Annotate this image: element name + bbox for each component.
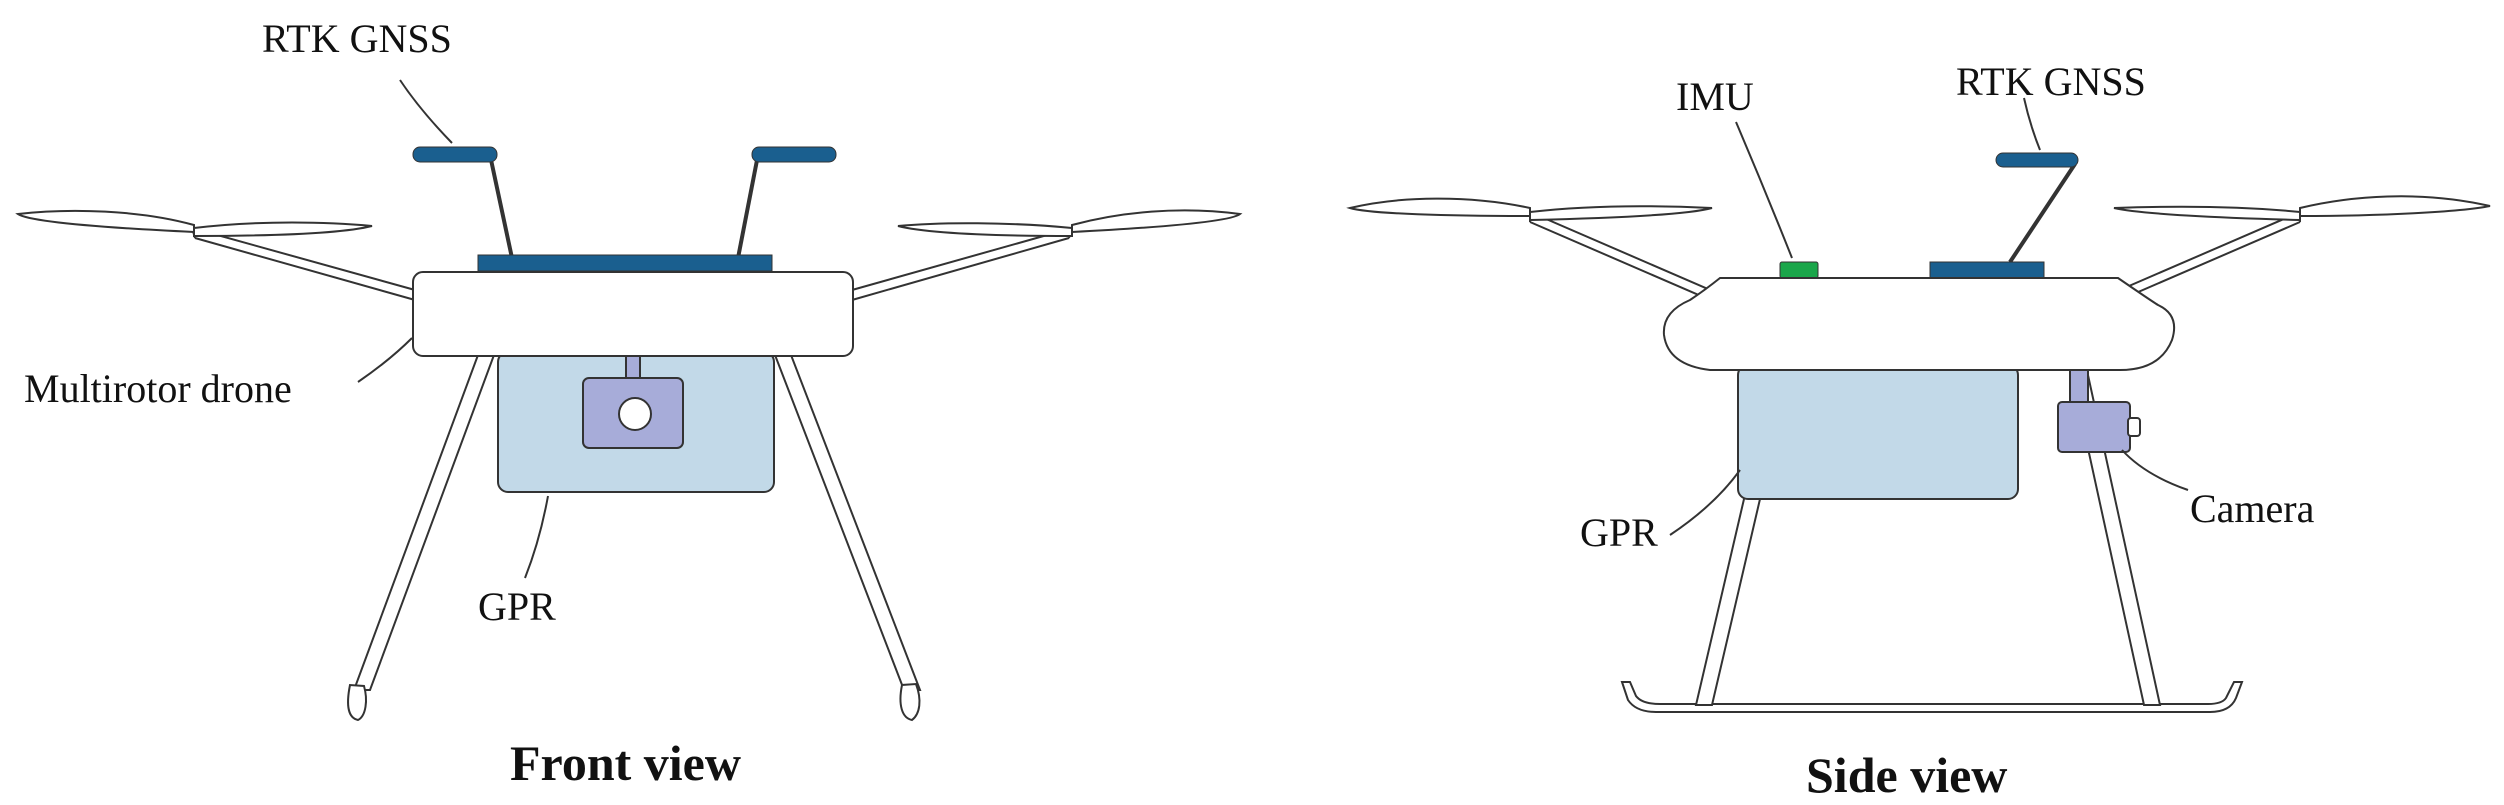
front-left-propeller-right — [193, 221, 373, 238]
front-right-propeller-right — [1071, 209, 1243, 234]
front-camera-lens — [618, 397, 652, 431]
front-view: RTK GNSS Multirotor drone GPR Front view — [15, 16, 1243, 791]
front-gnss-mast-right — [736, 154, 760, 259]
side-leader-imu — [1735, 121, 1793, 259]
front-left-foot — [347, 683, 367, 722]
side-leader-rtk-gnss — [2023, 97, 2041, 151]
front-gnss-antenna-left — [412, 146, 498, 163]
side-leader-camera — [2121, 449, 2189, 491]
side-view: IMU RTK GNSS GPR Camera Side view — [1346, 59, 2491, 803]
front-left-propeller-left — [15, 209, 195, 234]
front-drone-body — [412, 271, 854, 357]
front-leader-multirotor — [357, 337, 413, 383]
front-right-propeller-left — [897, 222, 1073, 238]
front-left-leg — [352, 354, 496, 691]
front-right-foot — [899, 682, 921, 722]
front-right-arm — [851, 227, 1073, 301]
side-label-rtk-gnss: RTK GNSS — [1956, 59, 2146, 104]
front-right-leg — [773, 354, 922, 691]
side-drone-body — [1662, 277, 2176, 371]
front-camera-mount — [625, 354, 641, 380]
side-leader-gpr — [1669, 469, 1741, 536]
front-leader-gpr — [524, 495, 549, 579]
side-right-propeller-right — [2299, 195, 2491, 218]
side-right-propeller-left — [2113, 205, 2301, 222]
side-camera — [2057, 401, 2131, 453]
side-view-caption: Side view — [1806, 747, 2007, 803]
front-label-multirotor-drone: Multirotor drone — [24, 366, 292, 411]
front-left-arm — [191, 227, 416, 301]
front-gnss-mast-left — [488, 154, 514, 259]
side-left-propeller-left — [1346, 197, 1531, 218]
side-gnss-antenna — [1995, 152, 2079, 168]
front-label-gpr: GPR — [478, 584, 556, 629]
side-gpr-box — [1737, 364, 2019, 500]
side-label-imu: IMU — [1676, 74, 1754, 119]
side-left-propeller-right — [1529, 205, 1713, 222]
front-gnss-base-plate — [477, 254, 773, 272]
side-label-gpr: GPR — [1580, 510, 1658, 555]
side-imu-module — [1779, 261, 1819, 279]
front-leader-rtk-gnss — [399, 79, 453, 144]
front-gnss-antenna-right — [751, 146, 837, 163]
side-camera-lens — [2127, 417, 2141, 437]
front-view-caption: Front view — [510, 735, 741, 791]
side-gnss-mast — [2008, 162, 2077, 264]
side-skid — [1620, 681, 2244, 713]
front-label-rtk-gnss: RTK GNSS — [262, 16, 452, 61]
side-label-camera: Camera — [2190, 486, 2315, 531]
